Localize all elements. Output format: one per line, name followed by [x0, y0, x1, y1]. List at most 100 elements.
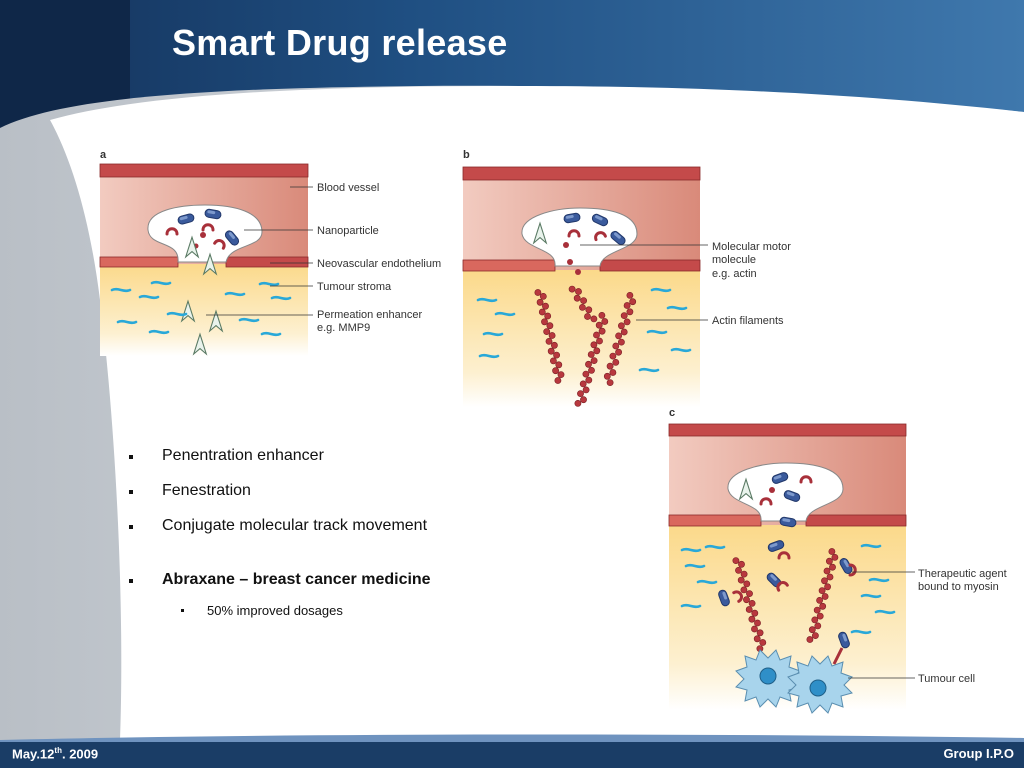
bullet-marker: [129, 490, 133, 494]
bullet-text: Fenestration: [162, 482, 251, 499]
actin-bead: [595, 321, 603, 329]
tumour-cells: [735, 649, 853, 714]
actin-bead: [740, 570, 748, 578]
label-eg-actin: e.g. actin: [712, 268, 757, 280]
actin-bead: [588, 366, 595, 374]
actin-bead: [590, 341, 598, 349]
actin-bead: [609, 369, 617, 376]
sub-bullet-text: 50% improved dosages: [207, 603, 343, 618]
bullet-text: Conjugate molecular track movement: [162, 517, 428, 534]
actin-bead: [821, 593, 829, 600]
actin-bead: [743, 580, 751, 588]
actin-bead: [732, 557, 740, 564]
actin-bead: [580, 297, 587, 304]
panel-a-letter: a: [100, 149, 107, 161]
actin-bead: [811, 616, 819, 624]
bullet-marker: [129, 455, 133, 459]
footer-date-suffix: . 2009: [61, 746, 99, 762]
actin-bead: [743, 596, 750, 604]
actin-bead: [829, 563, 836, 571]
actin-bead: [585, 360, 592, 368]
actin-bead: [751, 609, 759, 617]
label-bound-to-myosin: bound to myosin: [918, 581, 999, 593]
actin-bead: [551, 341, 558, 349]
actin-bead: [593, 331, 600, 339]
actin-bead: [574, 399, 582, 407]
actin-bead: [620, 328, 628, 336]
actin-bead: [584, 313, 591, 320]
actin-bead: [821, 577, 828, 585]
actin-bead: [806, 636, 814, 643]
actin-bead: [544, 312, 552, 320]
footer-group: Group I.P.O: [943, 746, 1014, 761]
actin-bead: [542, 302, 549, 310]
actin-bead: [623, 318, 631, 326]
actin-bead: [629, 298, 637, 306]
actin-bead: [555, 361, 563, 369]
actin-bead: [756, 629, 764, 637]
actin-bead: [819, 602, 827, 610]
bullet-item: Penentration enhancer: [128, 447, 548, 467]
actin-bead: [623, 302, 631, 309]
actin-bead: [615, 332, 622, 340]
sub-bullet-item: 50% improved dosages: [128, 603, 548, 618]
actin-bead: [818, 587, 826, 594]
actin-filaments-c: [732, 548, 839, 652]
actin-bead: [735, 567, 742, 574]
actin-bead: [580, 396, 587, 404]
actin-bead: [548, 332, 556, 339]
bullet-marker: [129, 525, 133, 529]
actin-bead: [541, 318, 548, 326]
actin-bead: [626, 291, 634, 299]
bullet-marker: [181, 609, 184, 612]
actin-bead: [550, 357, 557, 365]
actin-bead: [753, 635, 761, 643]
actin-bead: [748, 615, 756, 623]
bullet-text: Abraxane – breast cancer medicine: [162, 571, 431, 588]
actin-bead: [585, 306, 593, 314]
actin-bead: [737, 576, 745, 584]
panel-c: c: [668, 407, 1007, 714]
actin-bead: [598, 311, 606, 319]
actin-bead: [759, 639, 767, 646]
actin-bead: [746, 590, 753, 597]
actin-bead: [813, 606, 821, 614]
footer-date-prefix: May.12: [12, 746, 55, 762]
actin-bead: [538, 308, 546, 316]
actin-bead: [601, 318, 609, 325]
actin-bead: [573, 294, 581, 302]
actin-bead: [828, 548, 836, 555]
actin-bead: [547, 347, 555, 355]
actin-bead: [606, 379, 614, 386]
actin-bead: [745, 606, 753, 613]
actin-bead: [543, 328, 551, 335]
actin-bead: [814, 622, 822, 630]
actin-bead: [754, 619, 761, 627]
actin-bead: [816, 597, 823, 604]
label-tumour-cell: Tumour cell: [918, 673, 975, 685]
actin-bead: [618, 338, 625, 346]
actin-bead: [626, 308, 634, 316]
label-permeation-enhancer: Permeation enhancer: [317, 309, 423, 321]
actin-bead: [579, 303, 586, 311]
footer-date: May.12th. 2009: [12, 746, 98, 761]
actin-bead: [554, 377, 562, 384]
label-tumour-stroma: Tumour stroma: [317, 281, 392, 293]
actin-bead: [603, 372, 611, 380]
panel-b-letter: b: [463, 149, 470, 161]
actin-bead: [590, 315, 598, 323]
footer-date-sup: th: [54, 746, 62, 755]
actin-bead: [582, 386, 590, 394]
actin-bead: [751, 625, 758, 633]
bullet-text: Penentration enhancer: [162, 447, 324, 464]
actin-bead: [596, 337, 603, 345]
actin-bead: [552, 367, 559, 375]
actin-bead: [609, 352, 617, 360]
actin-bead: [539, 292, 547, 300]
actin-bead: [812, 632, 819, 639]
actin-bead: [593, 347, 601, 355]
actin-bead: [585, 376, 593, 384]
label-molecule: molecule: [712, 254, 756, 266]
actin-bead: [546, 322, 554, 330]
actin-bead: [568, 285, 576, 293]
